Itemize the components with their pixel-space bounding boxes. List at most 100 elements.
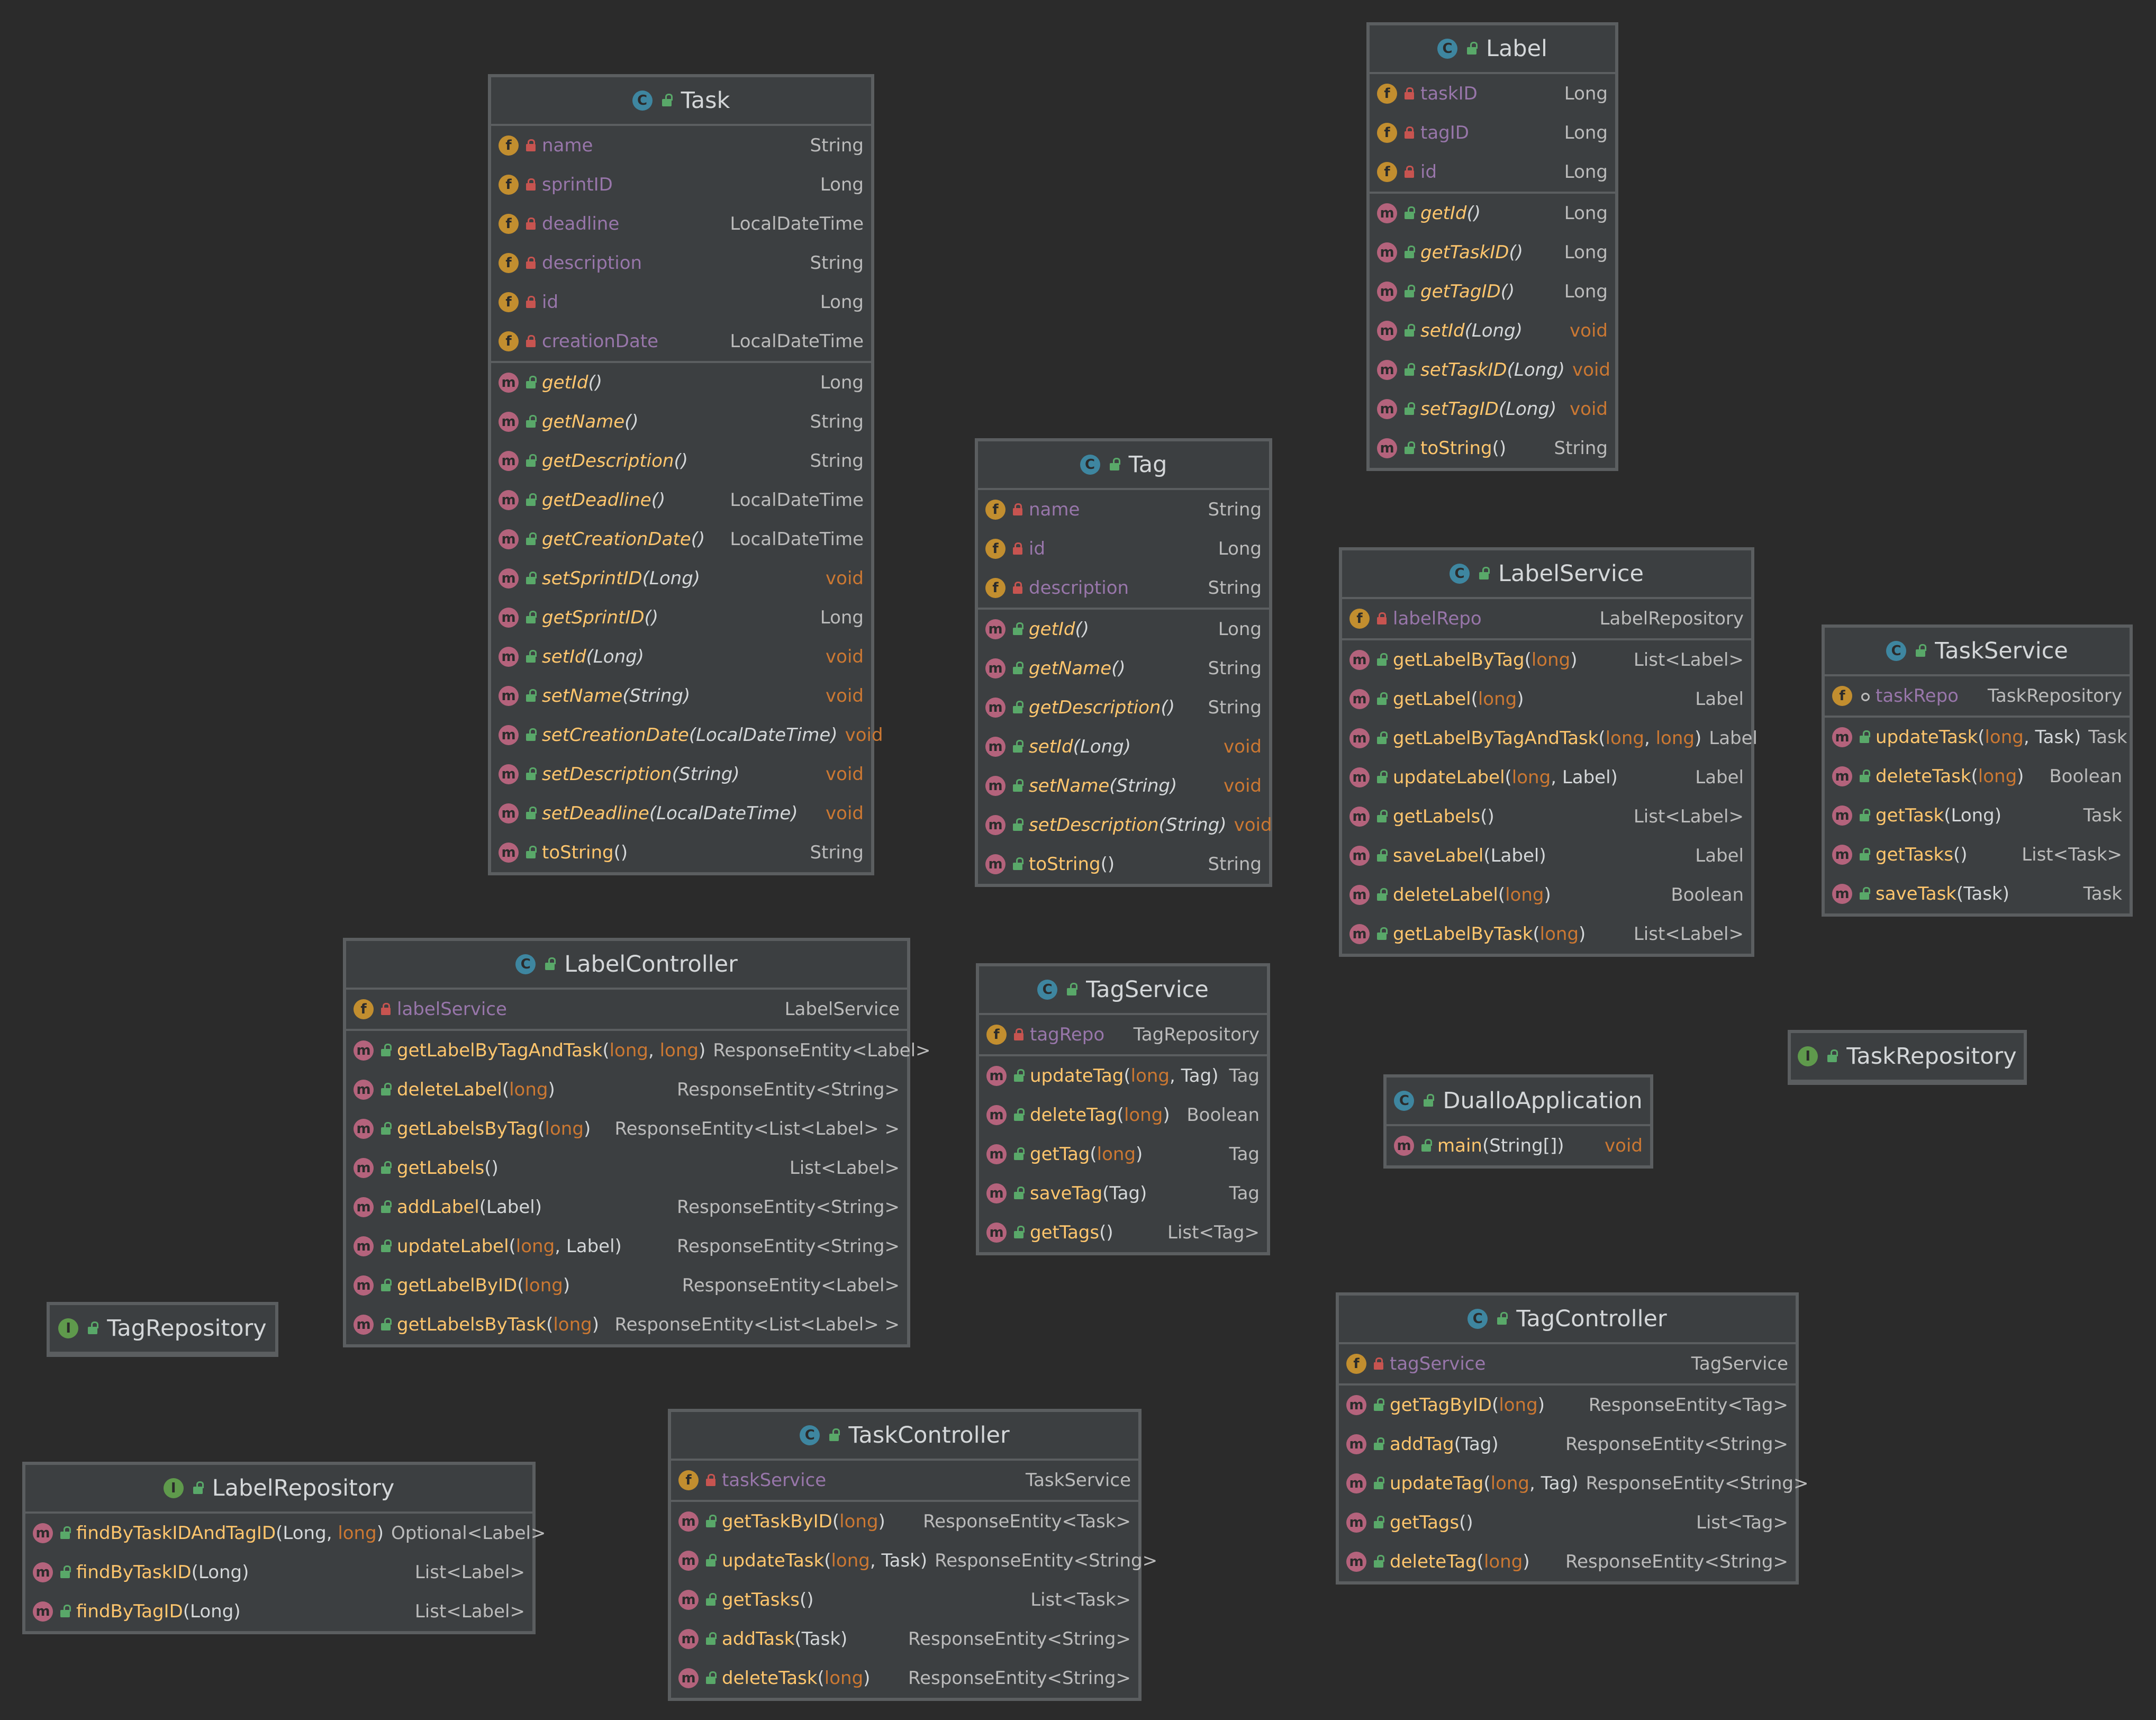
method-params: () [1509, 242, 1523, 263]
section-divider [1339, 1383, 1796, 1386]
